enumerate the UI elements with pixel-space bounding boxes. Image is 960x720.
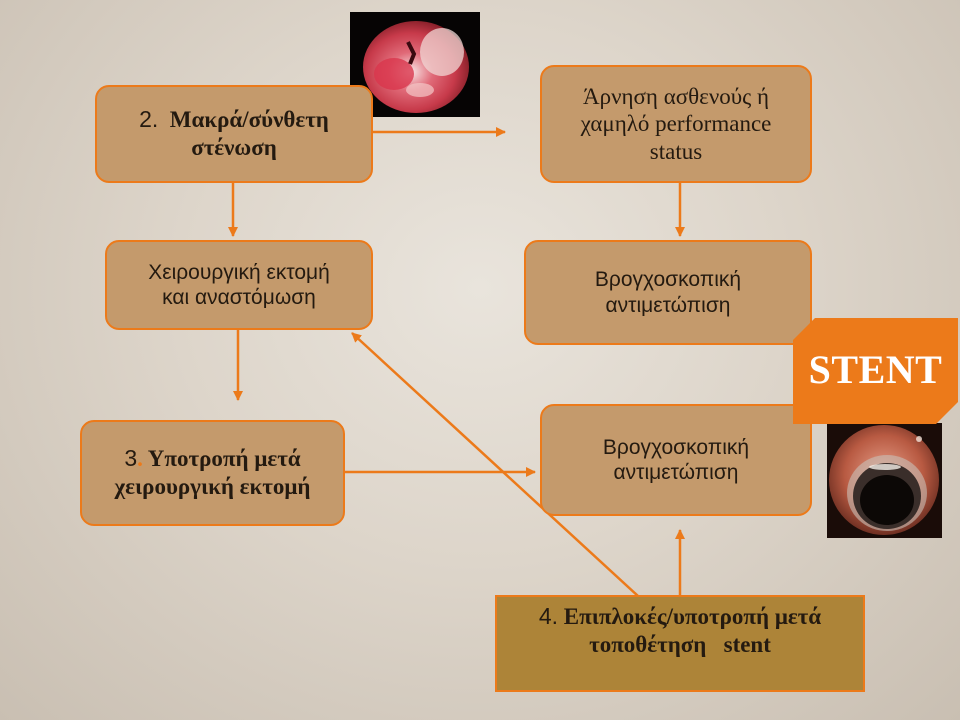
surgery-line2: και αναστόμωση [162, 286, 316, 309]
node-3-line1: Υποτροπή μετά [147, 446, 301, 472]
node-surgical-resection: Χειρουργική εκτομή και αναστόμωση [105, 240, 373, 330]
arrow-node4-to-surgery [351, 332, 639, 597]
stent-label-text: STENT [808, 347, 943, 392]
node-bronchoscopic-treatment-2: Βρογχοσκοπική αντιμετώπιση [540, 404, 812, 516]
refusal-line1: Άρνηση ασθενούς ή [583, 83, 769, 109]
node-4-line2: τοποθέτηση stent [589, 631, 771, 657]
node-3-dot: . [137, 446, 143, 472]
node-4-line1: Επιπλοκές/υποτροπή μετά [563, 604, 822, 629]
broncho2-line1: Βρογχοσκοπική [602, 435, 750, 459]
stenosis-endoscopy-image [350, 12, 480, 117]
broncho2-line2: αντιμετώπιση [613, 461, 739, 484]
node-3-line2: χειρουργική εκτομή [114, 474, 311, 499]
node-4-complications-after-stent: 4. Επιπλοκές/υποτροπή μετά τοποθέτηση st… [495, 595, 865, 692]
node-3-relapse-after-surgery: 3. Υποτροπή μετά χειρουργική εκτομή [80, 420, 345, 526]
broncho1-line1: Βρογχοσκοπική [594, 268, 742, 292]
refusal-line2: χαμηλό performance [580, 111, 772, 137]
surgery-line1: Χειρουργική εκτομή [148, 260, 330, 284]
node-2-line1: Μακρά/σύνθετη [169, 107, 329, 133]
stent-label: STENT [793, 318, 958, 424]
node-4-number: 4. [538, 603, 559, 629]
node-2-long-complex-stenosis: 2. Μακρά/σύνθετη στένωση [95, 85, 373, 183]
refusal-line3: status [649, 138, 703, 164]
node-2-number: 2. [139, 106, 159, 133]
broncho1-line2: αντιμετώπιση [605, 293, 731, 317]
node-patient-refusal: Άρνηση ασθενούς ή χαμηλό performance sta… [540, 65, 812, 183]
stent-endoscopy-image [827, 423, 942, 538]
node-bronchoscopic-treatment-1: Βρογχοσκοπική αντιμετώπιση [524, 240, 812, 345]
node-2-line2: στένωση [191, 135, 277, 160]
node-3-number: 3 [124, 445, 138, 472]
